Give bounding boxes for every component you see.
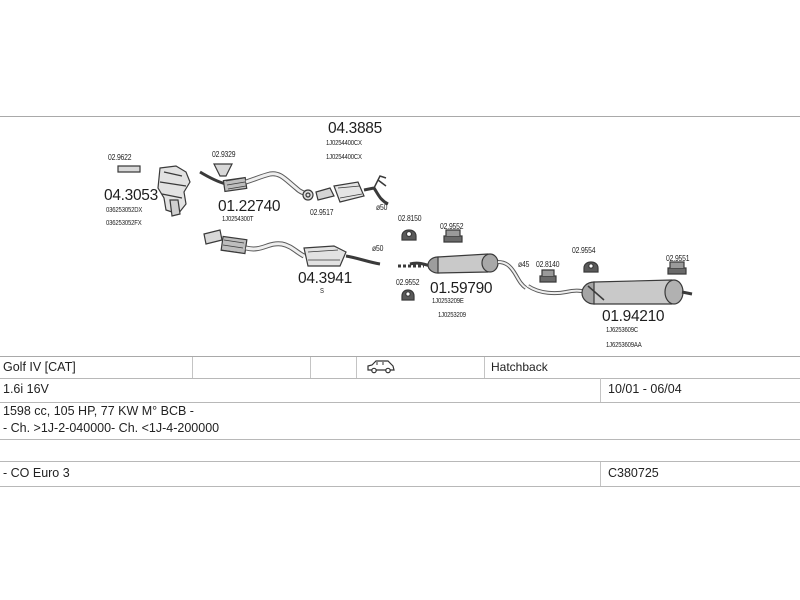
catalyst-lower-number: 04.3941	[298, 270, 352, 287]
rubber-c-number: 02.9552	[396, 278, 420, 287]
front-pipe-part[interactable]	[199, 170, 311, 197]
spacer-row	[0, 440, 800, 462]
bracket-a-number: 02.9622	[108, 153, 132, 162]
diagram-top-border	[0, 116, 800, 117]
cat-manifold-number: 04.3053	[104, 187, 158, 204]
middle-silencer-code-1: 1J0253209E	[432, 298, 464, 305]
hatchback-car-icon	[367, 360, 395, 374]
rubber-mount-f[interactable]	[667, 261, 687, 275]
gasket-a-part[interactable]	[213, 163, 233, 177]
middle-silencer-part[interactable]	[398, 253, 528, 290]
gasket-b-number: 02.9517	[310, 208, 334, 217]
cat-manifold-code-1: 036253052DX	[106, 207, 143, 214]
rubber-mount-b[interactable]	[443, 229, 463, 243]
cat-manifold-code-2: 036253052FX	[106, 220, 142, 227]
specs-row: 1598 cc, 105 HP, 77 KW M° BCB -	[0, 403, 800, 419]
table-top-border	[0, 356, 800, 357]
column-divider	[356, 357, 357, 378]
engine: 1.6i 16V	[3, 382, 49, 396]
engine-row: 1.6i 16V 10/01 - 06/04	[0, 378, 800, 403]
reference-code: C380725	[608, 466, 659, 480]
rear-silencer-number: 01.94210	[602, 308, 665, 325]
middle-silencer-number: 01.59790	[430, 280, 493, 297]
middle-silencer-code-2: 1J0253209	[438, 312, 466, 319]
column-divider	[310, 357, 311, 378]
catalyst-upper-part[interactable]	[315, 175, 389, 206]
chassis-range: - Ch. >1J-2-040000- Ch. <1J-4-200000	[3, 421, 220, 435]
exhaust-system-drawing	[117, 163, 693, 305]
engine-specs: 1598 cc, 105 HP, 77 KW M° BCB -	[3, 404, 194, 418]
rubber-mount-a[interactable]	[401, 229, 417, 241]
bracket-a-part[interactable]	[117, 165, 141, 173]
catalyst-upper-code-2: 1J0254400CX	[326, 154, 362, 161]
rubber-d-number: 02.8140	[536, 260, 560, 269]
column-divider	[600, 462, 601, 486]
vehicle-type-icon	[364, 358, 396, 379]
rear-silencer-part[interactable]	[526, 279, 693, 305]
exhaust-diagram: 02.9622 02.9329 04.3053 036253052DX 0362…	[0, 116, 800, 356]
front-pipe-number: 01.22740	[218, 198, 281, 215]
catalyst-lower-part[interactable]	[203, 229, 381, 267]
gasket-a-number: 02.9329	[212, 150, 236, 159]
emission-row: - CO Euro 3 C380725	[0, 462, 800, 487]
rubber-a-number: 02.8150	[398, 214, 422, 223]
model-row: Golf IV [CAT] Hatchback	[0, 357, 800, 379]
model-name: Golf IV [CAT]	[3, 360, 76, 374]
rear-silencer-code-1: 1J6253609C	[606, 327, 639, 334]
catalyst-upper-number: 04.3885	[328, 120, 382, 137]
rubber-e-number: 02.9554	[572, 246, 596, 255]
rubber-f-number: 02.9551	[666, 254, 690, 263]
chassis-row: - Ch. >1J-2-040000- Ch. <1J-4-200000	[0, 419, 800, 440]
catalyst-upper-code-1: 1J0254400CX	[326, 140, 362, 147]
rear-silencer-code-2: 1J6253609AA	[606, 342, 642, 349]
rubber-mount-e[interactable]	[583, 261, 599, 273]
clamp-c-size: ø45	[518, 260, 530, 269]
cat-manifold-part[interactable]	[157, 165, 191, 217]
gasket-b-part[interactable]	[302, 189, 314, 201]
rubber-b-number: 02.9552	[440, 222, 464, 231]
column-divider	[192, 357, 193, 378]
emission-standard: - CO Euro 3	[3, 466, 70, 480]
column-divider	[600, 378, 601, 402]
rubber-mount-d[interactable]	[539, 269, 557, 283]
clamp-b-size: ø50	[372, 244, 384, 253]
front-pipe-code: 1J0254300T	[222, 216, 254, 223]
body-type: Hatchback	[491, 360, 548, 374]
column-divider	[484, 357, 485, 378]
clamp-a-size: ø50	[376, 203, 388, 212]
catalyst-lower-code: S	[320, 288, 324, 295]
production-years: 10/01 - 06/04	[608, 382, 682, 396]
rubber-mount-c[interactable]	[401, 289, 415, 301]
